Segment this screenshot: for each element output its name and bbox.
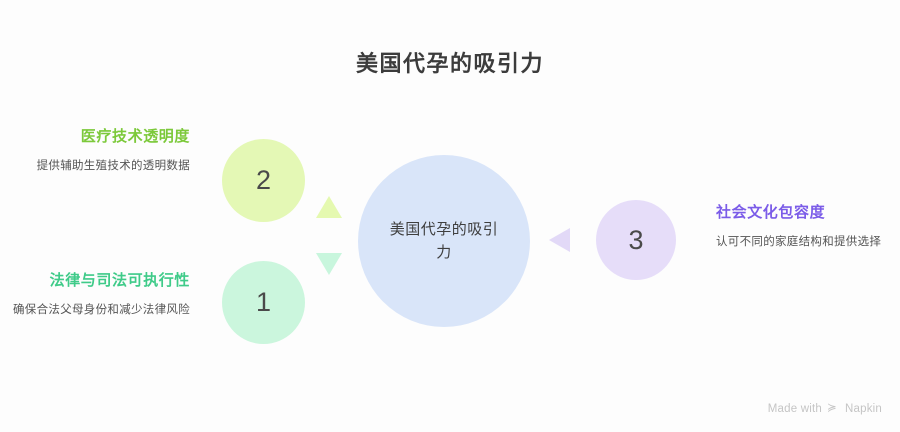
label-title-legal: 法律与司法可执行性	[49, 272, 190, 289]
label-description-medical: 提供辅助生殖技术的透明数据	[36, 159, 190, 172]
label-block-social: 社会文化包容度 认可不同的家庭结构和提供选择	[716, 202, 891, 252]
napkin-logo-icon: ≽	[827, 402, 837, 414]
label-description-social: 认可不同的家庭结构和提供选择	[716, 235, 882, 248]
node-number-2: 2	[255, 165, 272, 195]
watermark-prefix: Made with	[767, 402, 822, 415]
label-block-medical: 医疗技术透明度 提供辅助生殖技术的透明数据	[10, 126, 190, 176]
arrow-left-icon	[549, 228, 570, 252]
node-circle-2[interactable]: 2	[222, 139, 305, 222]
arrow-down-icon	[316, 253, 342, 275]
arrow-up-icon	[316, 196, 342, 218]
watermark-brand: Napkin	[845, 402, 882, 415]
label-title-social: 社会文化包容度	[716, 204, 826, 221]
page-title: 美国代孕的吸引力	[355, 51, 544, 76]
center-circle-label: 美国代孕的吸引力	[389, 220, 499, 261]
center-circle[interactable]: 美国代孕的吸引力	[358, 155, 530, 327]
watermark: Made with ≽ Napkin	[768, 402, 882, 415]
node-circle-3[interactable]: 3	[596, 200, 676, 280]
label-block-legal: 法律与司法可执行性 确保合法父母身份和减少法律风险	[10, 270, 190, 320]
node-number-3: 3	[628, 224, 644, 255]
node-number-1: 1	[255, 287, 272, 317]
label-title-medical: 医疗技术透明度	[80, 128, 190, 145]
label-description-legal: 确保合法父母身份和减少法律风险	[13, 303, 190, 316]
node-circle-1[interactable]: 1	[222, 261, 305, 344]
